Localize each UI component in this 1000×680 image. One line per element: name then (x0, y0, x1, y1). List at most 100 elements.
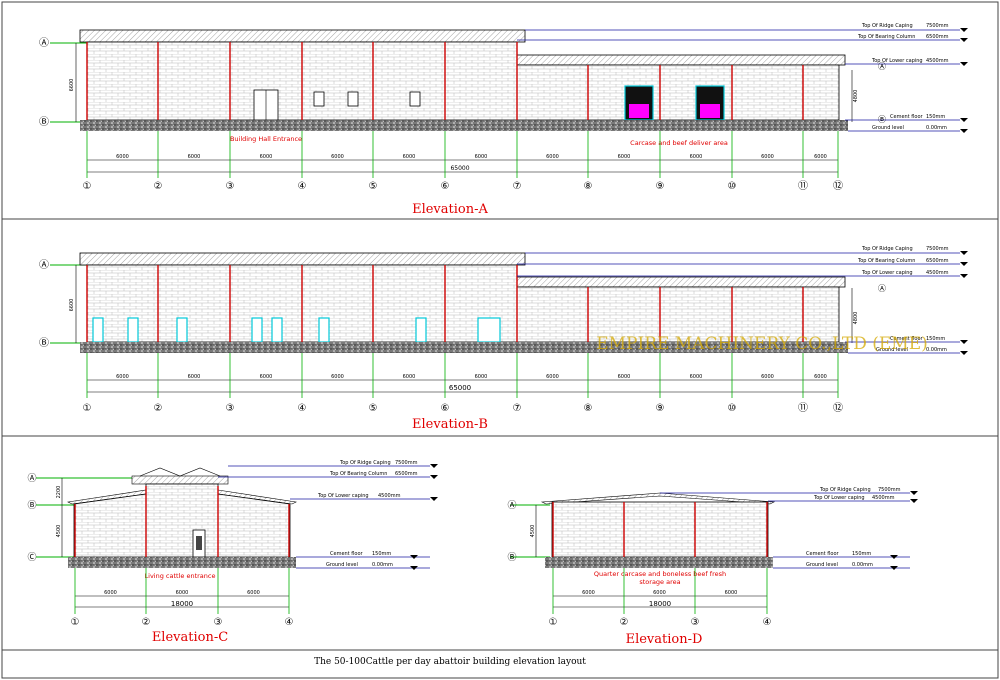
level-bearing: Top Of Bearing Column (329, 471, 387, 477)
total-dim: 65000 (450, 165, 469, 172)
level-marker-icon (910, 491, 918, 495)
level-ground-value: 0.00mm (926, 347, 947, 353)
grid-label-b: Ⓑ (39, 337, 49, 349)
grid-label-b: Ⓑ (878, 115, 886, 124)
grid-label-b: Ⓑ (39, 116, 49, 128)
level-marker-icon (410, 555, 418, 559)
axis-bubble: ⑤ (369, 181, 378, 192)
segment-dim: 6000 (188, 374, 201, 380)
axis-bubble: ④ (298, 181, 307, 192)
axis-bubble: ③ (691, 617, 700, 628)
truck-icon (700, 104, 720, 118)
grid-label-c: Ⓒ (27, 552, 36, 563)
segment-dim: 6000 (814, 154, 827, 160)
segment-dim: 6000 (116, 154, 129, 160)
height-dim: 2200 (56, 486, 62, 499)
level-ground: Ground level (876, 347, 908, 353)
axis-bubble: ⑥ (441, 181, 450, 192)
level-marker-icon (430, 475, 438, 479)
level-bearing-value: 6500mm (926, 258, 949, 264)
axis-bubble: ② (154, 403, 163, 414)
door (271, 317, 283, 343)
level-ridge-value: 7500mm (926, 246, 949, 252)
annotation-cattle: Living cattle entrance (145, 572, 216, 580)
segment-dim: 6000 (403, 374, 416, 380)
level-marker-icon (960, 62, 968, 66)
grid-label-a: Ⓐ (39, 259, 49, 271)
axis-bubble: ③ (226, 181, 235, 192)
axis-bubble: ② (620, 617, 629, 628)
level-lower: Top Of Lower caping (317, 493, 369, 499)
elevation-c-title: Elevation-C (152, 630, 228, 645)
roof-top (131, 475, 229, 485)
annotation-hall: Building Hall Entrance (230, 135, 302, 143)
segment-dim: 6000 (403, 154, 416, 160)
grid-label-a: Ⓐ (878, 284, 886, 293)
axis-bubble: ⑩ (728, 403, 737, 414)
height-dim: 6600 (69, 299, 75, 312)
grid-label-b: Ⓑ (27, 500, 36, 511)
height-dim: 4500 (530, 525, 536, 538)
segment-dim: 6000 (618, 374, 631, 380)
segment-dim: 6000 (761, 154, 774, 160)
level-lower: Top Of Lower caping (861, 270, 913, 276)
level-ridge-value: 7500mm (878, 487, 901, 493)
level-marker-icon (910, 499, 918, 503)
axis-bubble: ④ (285, 617, 294, 628)
level-floor-value: 150mm (852, 551, 871, 557)
level-bearing: Top Of Bearing Column (857, 34, 915, 40)
roof-high (79, 252, 526, 266)
elevation-c: Ⓐ Ⓑ Ⓒ 2200 4500 Top Of Ridge Caping 7500… (27, 460, 438, 645)
segment-dim: 6000 (104, 590, 117, 596)
axis-bubble: ⑦ (513, 403, 522, 414)
level-ground: Ground level (806, 562, 838, 568)
level-ridge: Top Of Ridge Caping (819, 487, 871, 493)
level-marker-icon (960, 118, 968, 122)
segment-dim: 6000 (582, 590, 595, 596)
segment-dim: 6000 (546, 154, 559, 160)
elevation-d-title: Elevation-D (626, 632, 703, 647)
segment-dim: 6000 (188, 154, 201, 160)
total-dim: 18000 (649, 600, 671, 608)
door (477, 317, 501, 343)
level-ground-value: 0.00mm (926, 125, 947, 131)
axis-bubble: ① (71, 617, 80, 628)
level-ridge-value: 7500mm (395, 460, 418, 466)
level-lower-value: 4500mm (926, 270, 949, 276)
segment-dim: 6000 (690, 374, 703, 380)
level-marker-icon (960, 351, 968, 355)
segment-dim: 6000 (653, 590, 666, 596)
level-marker-icon (890, 555, 898, 559)
roof-truss (139, 467, 221, 477)
height-dim: 4800 (853, 90, 859, 103)
level-ground: Ground level (872, 125, 904, 131)
segment-dim: 6000 (260, 374, 273, 380)
elevation-a-title: Elevation-A (412, 202, 488, 217)
axis-bubble: ① (83, 181, 92, 192)
roof-high (79, 29, 526, 43)
grid-label-a: Ⓐ (27, 473, 36, 484)
axis-bubble: ⑧ (584, 181, 593, 192)
window (313, 91, 325, 107)
ground (80, 342, 848, 353)
total-dim: 18000 (171, 600, 193, 608)
wall-low (516, 64, 840, 121)
door (176, 317, 188, 343)
segment-dim: 6000 (546, 374, 559, 380)
level-marker-icon (960, 340, 968, 344)
elevation-d: Ⓐ Ⓑ 4500 Top Of Ridge Caping 7500mm Top … (507, 487, 918, 647)
level-lower-value: 4500mm (926, 58, 949, 64)
door (92, 317, 104, 343)
level-floor-value: 150mm (926, 114, 945, 120)
truck-icon (629, 104, 649, 118)
axis-bubble: ① (549, 617, 558, 628)
level-lower: Top Of Lower caping (813, 495, 865, 501)
level-floor-value: 150mm (926, 336, 945, 342)
axis-bubble: ② (142, 617, 151, 628)
axis-bubble: ③ (226, 403, 235, 414)
level-floor: Cement floor (806, 551, 840, 557)
ground (68, 557, 296, 568)
annotation-deliver: Carcase and beef deliver area (630, 139, 728, 147)
level-ground-value: 0.00mm (852, 562, 873, 568)
